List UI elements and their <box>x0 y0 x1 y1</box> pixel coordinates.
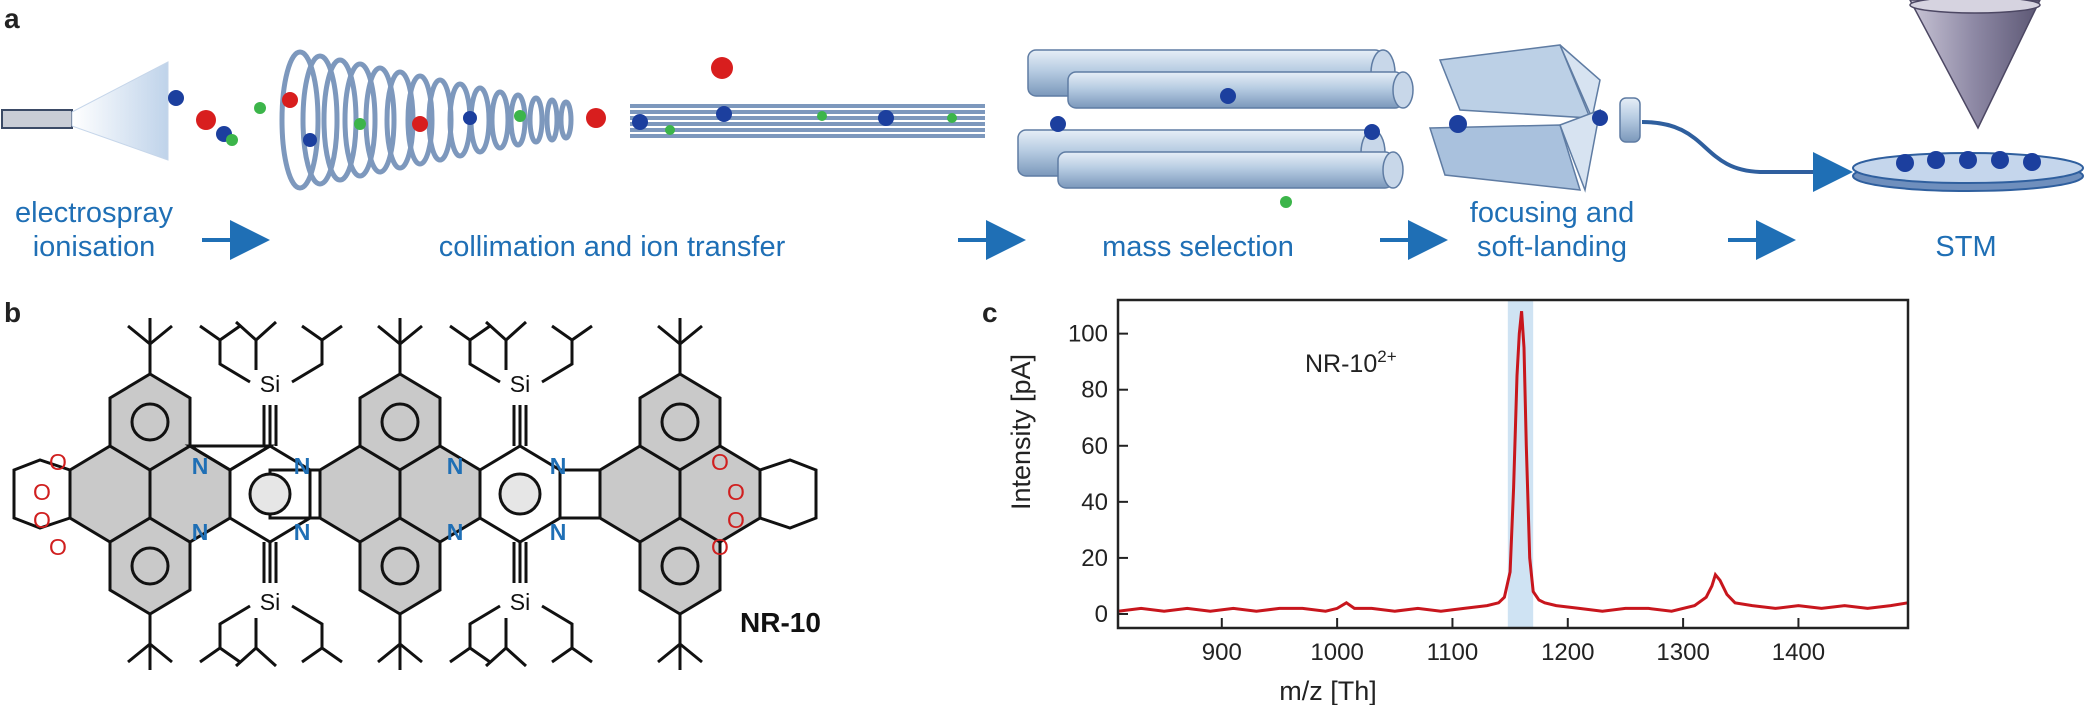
molecule-structure <box>12 318 818 670</box>
atom-si-2: Si <box>260 589 280 615</box>
atom-labels: N N N N N N N N O O O O O O O O Si Si Si… <box>33 371 745 615</box>
y-tick-label: 100 <box>1068 321 1108 348</box>
atom-n-7: N <box>550 453 567 479</box>
label-focusing-line1: focusing and <box>1470 197 1634 229</box>
atom-n-3: N <box>294 453 311 479</box>
atom-o-4: O <box>49 534 67 560</box>
atom-n-8: N <box>550 519 567 545</box>
panel-c-letter: c <box>982 297 998 328</box>
y-tick-label: 80 <box>1081 377 1108 404</box>
y-tick-label: 60 <box>1081 433 1108 460</box>
atom-o-5: O <box>711 449 729 475</box>
label-mass-selection: mass selection <box>1102 231 1294 263</box>
atom-n-6: N <box>447 519 464 545</box>
atom-si-4: Si <box>510 589 530 615</box>
x-tick-label: 1300 <box>1656 639 1709 666</box>
atom-o-6: O <box>727 479 745 505</box>
plot-frame <box>1116 298 1910 630</box>
atom-n-1: N <box>192 453 209 479</box>
electrospray-source <box>1 61 169 161</box>
y-tick-label: 40 <box>1081 489 1108 516</box>
label-electrospray-line1: electrospray <box>15 197 173 229</box>
y-tick-label: 0 <box>1095 601 1108 628</box>
label-focusing-line2: soft-landing <box>1477 231 1627 263</box>
atom-n-5: N <box>447 453 464 479</box>
label-electrospray-line2: ionisation <box>33 231 156 263</box>
panel-b-letter: b <box>4 297 21 328</box>
atom-o-2: O <box>33 479 51 505</box>
x-axis-ticks: 900 1000 1100 1200 1300 1400 <box>1202 618 1825 666</box>
transfer-octupole <box>630 104 985 138</box>
atom-n-2: N <box>192 519 209 545</box>
label-stm: STM <box>1935 231 1996 263</box>
selection-band <box>1507 300 1534 628</box>
y-axis-label: Intensity [pA] <box>1006 354 1036 510</box>
ions <box>168 57 1608 208</box>
quadrupole-rods <box>1017 49 1414 189</box>
stm-setup <box>1852 0 2084 192</box>
y-tick-label: 20 <box>1081 545 1108 572</box>
peak-annotation: NR-102+ <box>1305 347 1397 378</box>
panel-a-letter: a <box>4 3 20 34</box>
x-tick-label: 1000 <box>1310 639 1363 666</box>
atom-o-1: O <box>49 449 67 475</box>
spectrum-line <box>1117 311 1909 613</box>
atom-si-3: Si <box>510 371 530 397</box>
x-axis-label: m/z [Th] <box>1279 676 1377 705</box>
x-tick-label: 1200 <box>1541 639 1594 666</box>
peak-annotation-text: NR-10 <box>1305 350 1377 378</box>
y-axis-ticks: 0 20 40 60 80 100 <box>1068 321 1128 628</box>
peak-annotation-superscript: 2+ <box>1377 347 1396 366</box>
mass-spectrum-chart: 0 20 40 60 80 100 900 1000 1100 1200 1300 1400 Int… <box>1006 298 1910 705</box>
atom-o-7: O <box>727 507 745 533</box>
focusing-lens <box>1428 44 1641 193</box>
atom-o-3: O <box>33 507 51 533</box>
x-tick-label: 1100 <box>1427 639 1479 666</box>
atom-si-1: Si <box>260 371 280 397</box>
x-tick-label: 900 <box>1202 639 1242 666</box>
molecule-name: NR-10 <box>740 607 821 638</box>
x-tick-label: 1400 <box>1772 639 1825 666</box>
atom-o-8: O <box>711 534 729 560</box>
ion-beam-path <box>1641 120 1853 192</box>
label-collimation: collimation and ion transfer <box>439 231 786 263</box>
atom-n-4: N <box>294 519 311 545</box>
